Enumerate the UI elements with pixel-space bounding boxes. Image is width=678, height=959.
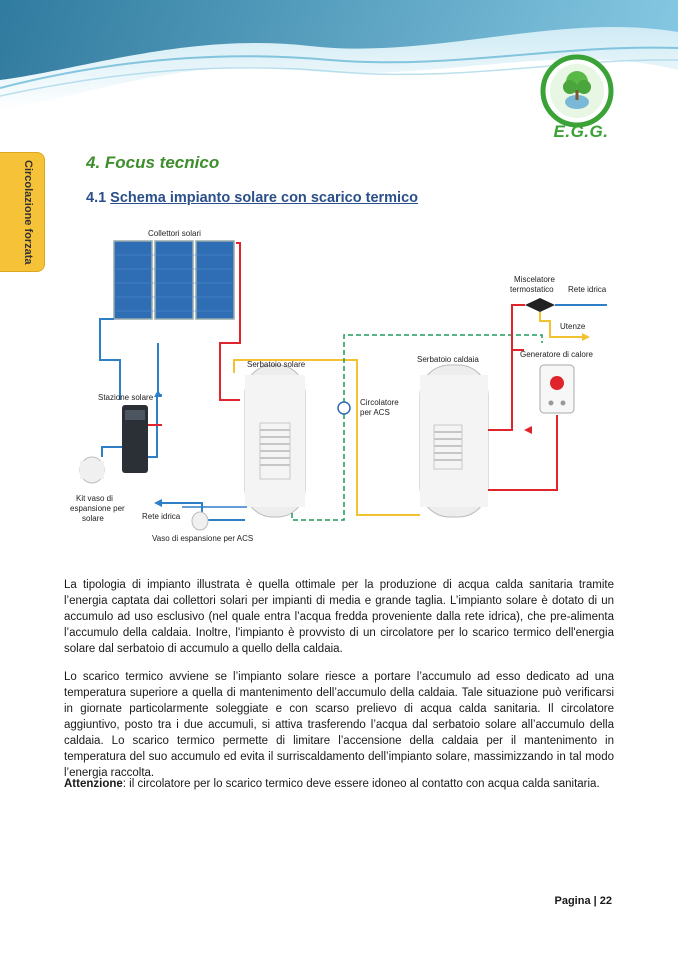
chapter-side-tab-label: Circolazione forzata <box>22 160 34 265</box>
attention-note: Attenzione: il circolatore per lo scaric… <box>64 776 614 792</box>
label-miscelatore-2: termostatico <box>510 285 554 294</box>
solar-station-icon <box>122 405 148 473</box>
label-kit-3: solare <box>82 514 104 523</box>
attention-text: : il circolatore per lo scarico termico … <box>122 778 600 790</box>
label-circolatore-2: per ACS <box>360 408 390 417</box>
label-kit-1: Kit vaso di <box>76 494 113 503</box>
page-number: Pagina | 22 <box>554 895 613 907</box>
section-title: 4. Focus tecnico <box>86 153 220 172</box>
acs-expansion-vessel-icon <box>191 511 209 531</box>
subtitle-number: 4.1 <box>86 190 107 206</box>
solar-plant-diagram: Collettori solari Stazione solare Kit va… <box>70 229 607 543</box>
label-rete-idrica-bottom: Rete idrica <box>142 512 181 521</box>
solar-collectors-icon <box>113 240 235 320</box>
label-circolatore-1: Circolatore <box>360 398 399 407</box>
label-serbatoio-caldaia: Serbatoio caldaia <box>417 355 479 364</box>
label-serbatoio-solare: Serbatoio solare <box>247 360 306 369</box>
chapter-side-tab <box>0 152 45 272</box>
label-miscelatore-1: Miscelatore <box>514 275 555 284</box>
label-kit-2: espansione per <box>70 504 125 513</box>
subtitle-text: Schema impianto solare con scarico termi… <box>110 190 419 206</box>
egg-logo-icon <box>540 54 614 128</box>
label-collettori: Collettori solari <box>148 229 201 238</box>
attention-label: Attenzione <box>64 778 123 790</box>
label-utenze: Utenze <box>560 322 586 331</box>
label-vaso-acs: Vaso di espansione per ACS <box>152 534 253 543</box>
logo-text: E.G.G. <box>553 122 609 141</box>
mixer-valve-icon <box>525 298 555 312</box>
paragraph-2: Lo scarico termico avviene se l’impianto… <box>64 671 614 779</box>
label-generatore: Generatore di calore <box>520 350 593 359</box>
acs-pump-icon <box>337 401 351 415</box>
label-stazione-solare: Stazione solare <box>98 393 154 402</box>
label-rete-idrica-top: Rete idrica <box>568 285 607 294</box>
paragraph-1: La tipologia di impianto illustrata è qu… <box>64 579 614 655</box>
